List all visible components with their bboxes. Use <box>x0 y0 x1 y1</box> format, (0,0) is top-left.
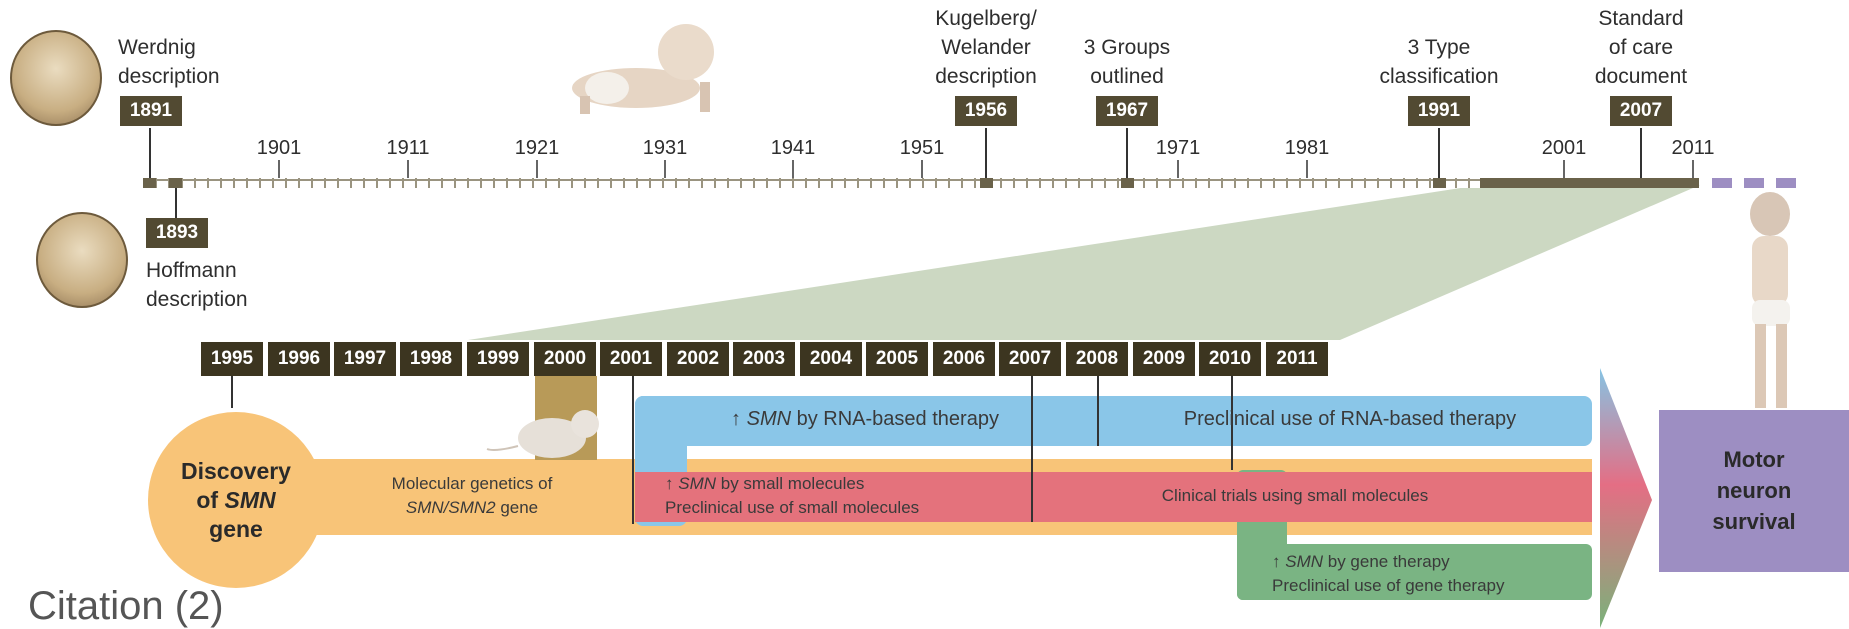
outcome-line1: Motor <box>1723 447 1784 472</box>
detail-year-2011: 2011 <box>1266 342 1328 376</box>
event-label-kugelberg: Kugelberg/ Welander description <box>916 4 1056 91</box>
small-gene: SMN <box>678 474 716 493</box>
molecular-gene: SMN/SMN2 <box>406 498 496 517</box>
tick-label-1911: 1911 <box>373 137 443 160</box>
gene-preclinical: Preclinical use of gene therapy <box>1272 576 1504 595</box>
year-box-1991: 1991 <box>1408 96 1470 126</box>
future-dash <box>1744 178 1764 188</box>
up-arrow-icon: ↑ <box>665 474 674 493</box>
molecular-text: Molecular genetics of SMN/SMN2 gene <box>352 472 592 520</box>
tick-label-1921: 1921 <box>502 137 572 160</box>
outcome-line3: survival <box>1712 509 1795 534</box>
tick-label-2011: 2011 <box>1658 137 1728 160</box>
tick-label-1971: 1971 <box>1143 137 1213 160</box>
year-box-2007: 2007 <box>1610 96 1672 126</box>
event-label-3-groups: 3 Groups outlined <box>1067 33 1187 91</box>
crawling-baby-illustration <box>572 24 714 114</box>
outcome-line2: neuron <box>1717 478 1792 503</box>
tick-label-1931: 1931 <box>630 137 700 160</box>
tick-label-1901: 1901 <box>244 137 314 160</box>
small-molecule-text: ↑ SMN by small molecules Preclinical use… <box>665 472 985 520</box>
up-arrow-icon: ↑ <box>1272 552 1281 571</box>
future-dash <box>1776 178 1796 188</box>
gene-therapy-text: ↑ SMN by gene therapy Preclinical use of… <box>1272 550 1592 598</box>
tick-label-1981: 1981 <box>1272 137 1342 160</box>
discovery-line1: Discovery <box>181 458 291 484</box>
standing-child-illustration <box>1750 192 1790 408</box>
detail-year-1998: 1998 <box>400 342 462 376</box>
up-arrow-icon: ↑ <box>731 408 741 430</box>
detail-year-1997: 1997 <box>334 342 396 376</box>
discovery-line2-prefix: of <box>196 487 224 513</box>
discovery-circle: Discovery of SMN gene <box>148 412 324 588</box>
detail-year-2000: 2000 <box>534 342 596 376</box>
detail-year-2007: 2007 <box>999 342 1061 376</box>
detail-year-2001: 2001 <box>600 342 662 376</box>
molecular-line1: Molecular genetics of <box>392 474 553 493</box>
tick-label-1951: 1951 <box>887 137 957 160</box>
werdnig-portrait <box>10 30 102 126</box>
molecular-suffix: gene <box>496 498 539 517</box>
year-box-1893: 1893 <box>146 218 208 248</box>
zoom-wedge <box>468 185 1700 340</box>
outcome-text: Motor neuron survival <box>1659 444 1849 537</box>
detail-year-1995: 1995 <box>201 342 263 376</box>
detail-year-2008: 2008 <box>1066 342 1128 376</box>
detail-year-2003: 2003 <box>733 342 795 376</box>
citation-text: Citation (2) <box>28 584 224 629</box>
detail-year-2009: 2009 <box>1133 342 1195 376</box>
detail-year-2010: 2010 <box>1199 342 1261 376</box>
detail-year-1999: 1999 <box>467 342 529 376</box>
future-dash <box>1712 178 1732 188</box>
detail-year-2005: 2005 <box>866 342 928 376</box>
discovery-line3: gene <box>209 516 263 542</box>
detail-year-1996: 1996 <box>268 342 330 376</box>
tick-label-2001: 2001 <box>1529 137 1599 160</box>
gene-label: by gene therapy <box>1323 552 1450 571</box>
convergence-arrow <box>1600 368 1652 628</box>
year-box-1956: 1956 <box>955 96 1017 126</box>
rna-therapy-text: ↑ SMN by RNA-based therapy <box>700 408 1030 431</box>
rna-preclinical-text: Preclinical use of RNA-based therapy <box>1110 408 1590 431</box>
rna-label: by RNA-based therapy <box>791 408 999 430</box>
discovery-gene-name: SMN <box>224 487 275 513</box>
event-label-werdnig: Werdnig description <box>118 33 238 91</box>
detail-year-2002: 2002 <box>667 342 729 376</box>
clinical-trials-text: Clinical trials using small molecules <box>1060 486 1530 506</box>
event-label-3-type: 3 Type classification <box>1364 33 1514 91</box>
detail-year-2004: 2004 <box>800 342 862 376</box>
gene-gene: SMN <box>1285 552 1323 571</box>
hoffmann-portrait <box>36 212 128 308</box>
small-preclinical: Preclinical use of small molecules <box>665 498 919 517</box>
small-label: by small molecules <box>716 474 864 493</box>
rna-gene: SMN <box>747 408 791 430</box>
detail-year-2006: 2006 <box>933 342 995 376</box>
year-box-1967: 1967 <box>1096 96 1158 126</box>
event-label-hoffmann: Hoffmann description <box>146 256 266 314</box>
year-box-1891: 1891 <box>120 96 182 126</box>
tick-label-1941: 1941 <box>758 137 828 160</box>
event-label-standard-care: Standard of care document <box>1576 4 1706 91</box>
timeline-bar <box>143 178 1699 188</box>
